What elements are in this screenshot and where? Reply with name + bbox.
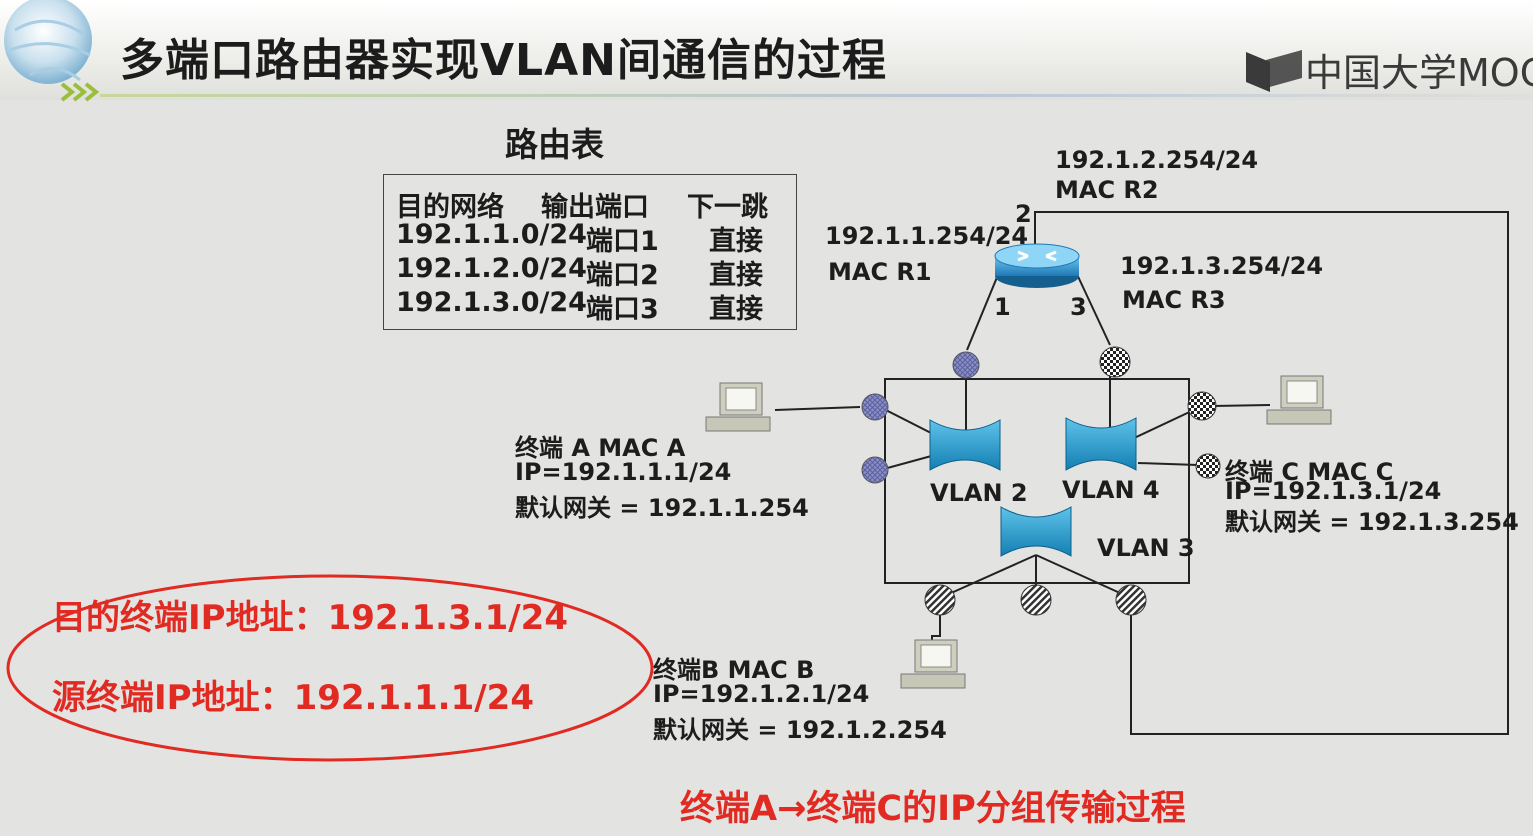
terminal-a-computer-icon [705,382,771,432]
router-port2-ip: 192.1.2.254/24 [1055,146,1259,174]
header-divider [100,94,1533,97]
routing-table-header: 下一跳 [687,192,768,223]
router-port3-mac: MAC R3 [1122,286,1226,314]
link-router-port2 [1034,211,1509,735]
terminal-c-gateway: 默认网关 = 192.1.3.254 [1225,508,1519,536]
port-vlan2-b [861,456,889,484]
port-vlan2-router [952,351,980,379]
terminal-b-computer-icon [900,639,966,689]
routing-table-cell: 192.1.3.0/24 [396,287,587,318]
routing-table-cell: 端口3 [586,294,659,325]
terminal-a-name: 终端 A MAC A [515,434,686,462]
port-vlan3-router [1115,584,1147,616]
link-router-port3 [1074,269,1111,346]
router-port-number-2: 2 [1015,200,1032,228]
router-port1-mac: MAC R1 [828,258,932,286]
mooc-logo-text: 中国大学MOC [1305,51,1533,95]
terminal-c-name: 终端 C MAC C [1225,458,1394,486]
router-port-number-1: 1 [994,293,1011,321]
port-vlan2-a [861,393,889,421]
router-port3-ip: 192.1.3.254/24 [1120,252,1324,280]
terminal-b-ip: IP=192.1.2.1/24 [653,680,870,708]
routing-table-cell: 192.1.2.0/24 [396,253,587,284]
routing-table-cell: 直接 [709,226,763,257]
routing-table-title: 路由表 [505,125,604,164]
diagram-caption: 终端A→终端C的IP分组传输过程 [680,789,1186,829]
routing-table-cell: 直接 [709,294,763,325]
router-port2-mac: MAC R2 [1055,176,1159,204]
routing-table-cell: 端口1 [586,226,659,257]
routing-table: 目的网络 输出端口 下一跳 192.1.1.0/24 端口1 直接 192.1.… [383,174,797,330]
routing-table-cell: 端口2 [586,260,659,291]
port-vlan4-router [1099,346,1131,378]
terminal-c-computer-icon [1266,375,1332,425]
routing-table-header: 输出端口 [541,192,649,223]
terminal-b-name: 终端B MAC B [653,656,815,684]
vlan4-switch-icon [1065,417,1137,471]
globe-icon [4,0,100,102]
highlight-ellipse [6,574,654,762]
routing-table-cell: 直接 [709,260,763,291]
slide-title: 多端口路由器实现VLAN间通信的过程 [120,35,887,86]
routing-table-cell: 192.1.1.0/24 [396,219,587,250]
port-vlan3-a [924,584,956,616]
source-ip-note: 源终端IP地址：192.1.1.1/24 [52,678,534,718]
terminal-c-ip: IP=192.1.3.1/24 [1225,477,1442,505]
vlan3-switch-icon [1000,506,1072,557]
destination-ip-note: 目的终端IP地址：192.1.3.1/24 [52,598,568,638]
port-vlan4-c [1187,391,1217,421]
vlan2-switch-icon [929,419,1001,471]
port-vlan4-b [1195,453,1221,479]
router-icon [994,243,1080,288]
link-router-port1 [966,269,1001,351]
mooc-logo-icon [1246,50,1302,92]
terminal-b-gateway: 默认网关 = 192.1.2.254 [653,716,947,744]
vlan-label-4: VLAN 4 [1062,476,1160,504]
vlan-label-3: VLAN 3 [1097,534,1195,562]
terminal-a-gateway: 默认网关 = 192.1.1.254 [515,494,809,522]
port-vlan3-b [1020,584,1052,616]
vlan-label-2: VLAN 2 [930,479,1028,507]
terminal-a-ip: IP=192.1.1.1/24 [515,458,732,486]
router-port1-ip: 192.1.1.254/24 [825,222,1029,250]
router-port-number-3: 3 [1070,293,1087,321]
routing-table-header: 目的网络 [396,192,504,223]
